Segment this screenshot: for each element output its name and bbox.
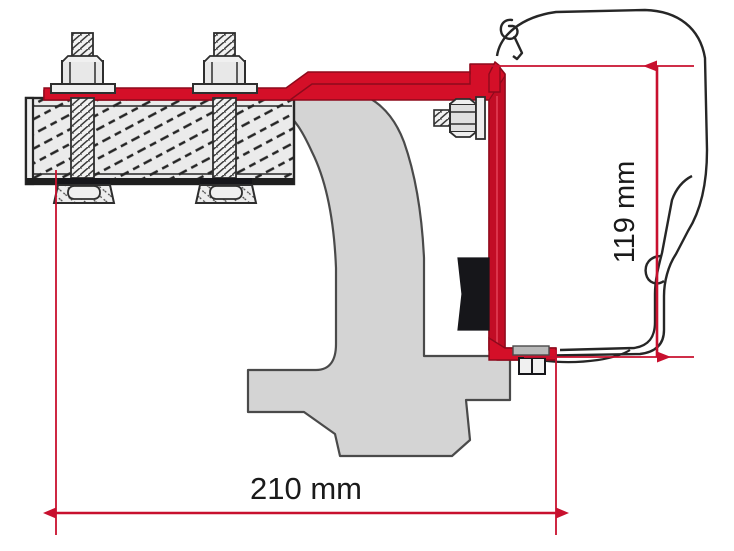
dimension-119mm: 119 mm <box>492 60 694 363</box>
hex-bolt-left <box>50 32 116 204</box>
awning-hook-icon <box>499 18 524 61</box>
dimension-210mm: 210 mm <box>43 170 569 535</box>
hex-bolt-right <box>192 32 258 204</box>
dimension-label-119mm: 119 mm <box>609 161 641 264</box>
dimension-label-210mm: 210 mm <box>250 471 362 506</box>
hex-bolt-side <box>433 96 486 140</box>
roof-rail-section <box>24 96 296 186</box>
vehicle-body-profile <box>246 90 512 458</box>
hex-bolt-bottom <box>518 357 546 375</box>
rubber-seal <box>457 257 490 331</box>
